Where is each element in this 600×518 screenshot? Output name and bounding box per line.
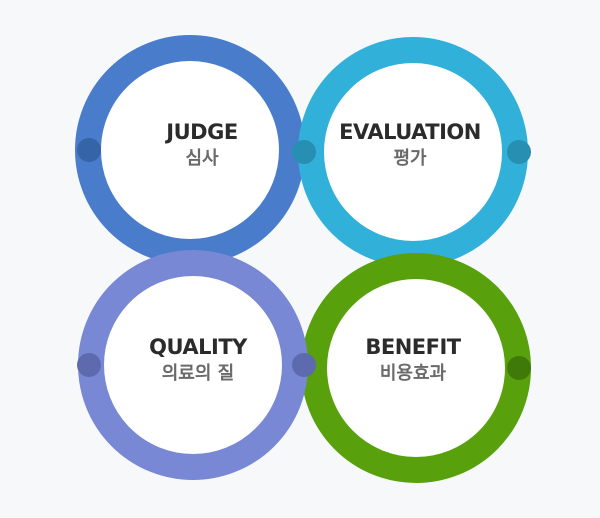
connector-dot bbox=[507, 140, 531, 164]
judge-title: JUDGE bbox=[166, 120, 238, 144]
evaluation-label: EVALUATION 평가 bbox=[310, 118, 510, 172]
judge-label: JUDGE 심사 bbox=[102, 118, 302, 172]
benefit-title: BENEFIT bbox=[365, 335, 461, 359]
connector-dot bbox=[507, 356, 531, 380]
benefit-label: BENEFIT 비용효과 bbox=[313, 333, 513, 387]
quality-title: QUALITY bbox=[149, 335, 247, 359]
ring-evaluation bbox=[292, 37, 531, 267]
connector-dot bbox=[292, 353, 316, 377]
connector-dot bbox=[292, 140, 316, 164]
connector-dot bbox=[77, 353, 101, 377]
quality-subtitle: 의료의 질 bbox=[161, 363, 235, 384]
evaluation-subtitle: 평가 bbox=[393, 148, 427, 169]
evaluation-title: EVALUATION bbox=[339, 120, 481, 144]
quality-label: QUALITY 의료의 질 bbox=[98, 333, 298, 387]
ring-quality bbox=[77, 250, 316, 480]
judge-subtitle: 심사 bbox=[185, 148, 219, 169]
benefit-subtitle: 비용효과 bbox=[379, 363, 447, 384]
connector-dot bbox=[77, 138, 101, 162]
